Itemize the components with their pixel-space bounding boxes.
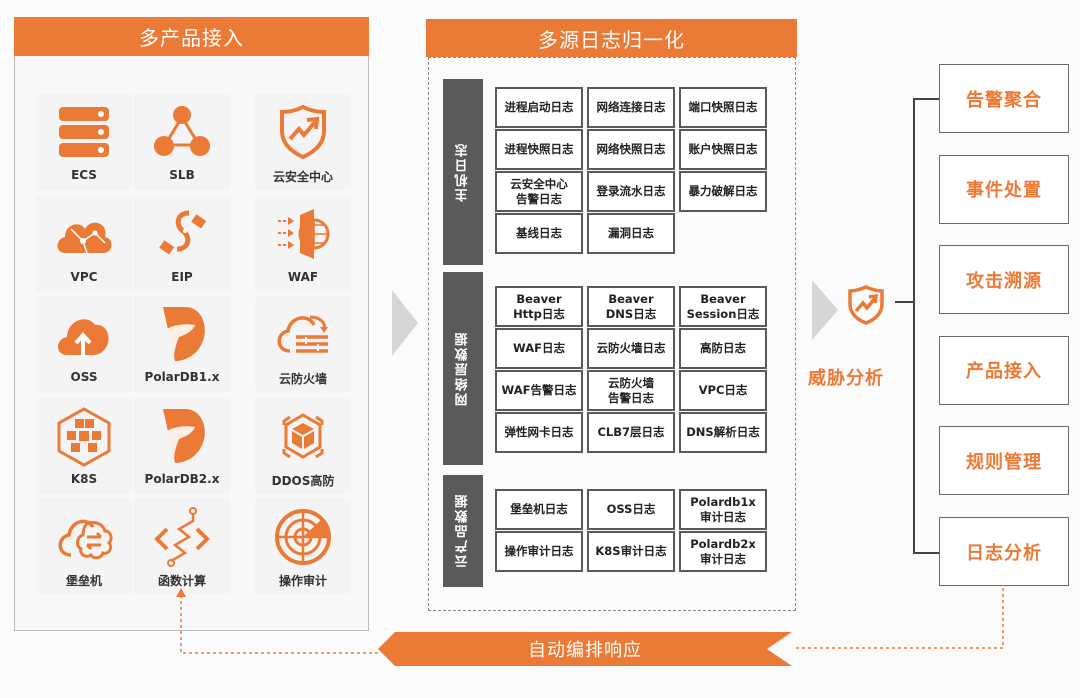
product-tile[interactable]: 操作审计 [255,498,351,594]
left-panel-title: 多产品接入 [139,26,244,50]
connector-line [913,552,940,554]
flow-arrow-icon [812,280,838,340]
log-type-cell: WAF告警日志 [495,370,583,411]
connector-line [895,301,915,303]
product-label: WAF [287,270,319,284]
arrow-up-icon [176,588,186,597]
product-label: PolarDB2.x [144,472,220,486]
log-type-cell: 网络连接日志 [587,87,675,128]
product-label: ECS [71,168,97,182]
log-type-cell: CLB7层日志 [587,412,675,453]
product-tile[interactable]: DDOS高防 [255,398,351,494]
capability-box[interactable]: 告警聚合 [939,64,1069,133]
cube-shield-icon [282,413,324,459]
log-type-cell: 漏洞日志 [587,213,675,254]
product-tile[interactable]: OSS [36,296,132,392]
cloud-exchange-icon [58,519,113,560]
log-type-cell: Beaver Http日志 [495,286,583,327]
log-type-cell: 进程启动日志 [495,87,583,128]
log-type-cell: VPC日志 [679,370,767,411]
log-type-cell: 进程快照日志 [495,129,583,170]
left-panel-header: 多产品接入 [14,17,369,56]
shield-trend-icon [280,104,326,160]
log-type-cell: 堡垒机日志 [495,489,583,530]
product-tile[interactable]: 云防火墙 [255,296,351,392]
log-type-cell: 云防火墙日志 [587,328,675,369]
product-label: 云防火墙 [278,372,327,386]
log-type-cell: 高防日志 [679,328,767,369]
cloud-firewall-icon [277,315,328,353]
log-type-cell: 暴力破解日志 [679,171,767,212]
product-label: 操作审计 [278,574,327,588]
log-type-cell: Polardb2x 审计日志 [679,531,767,572]
threat-analysis-label: 威胁分析 [808,368,884,389]
connector-line [913,98,940,100]
shield-trend-icon [848,285,884,325]
firewall-globe-icon [278,209,330,259]
product-label: VPC [70,270,98,284]
product-tile[interactable]: EIP [134,196,230,292]
cloud-upload-icon [58,319,109,357]
code-function-icon [154,507,210,567]
product-label: 堡垒机 [65,574,102,588]
log-normalization-box [428,57,796,611]
cubes-hexagon-icon [57,407,111,467]
server-icon [59,107,109,157]
load-balancer-icon [154,106,210,156]
product-label: DDOS高防 [271,474,335,488]
radar-icon [275,509,331,565]
log-type-cell: 端口快照日志 [679,87,767,128]
product-label: K8S [70,472,98,486]
flow-arrow-icon [392,290,418,356]
product-tile[interactable]: 云安全中心 [255,94,351,190]
product-label: 函数计算 [157,574,206,588]
capability-box[interactable]: 事件处置 [939,154,1069,224]
product-tile[interactable]: 堡垒机 [36,498,132,594]
capability-box[interactable]: 产品接入 [939,335,1069,405]
log-type-cell: 云安全中心 告警日志 [495,171,583,212]
bracket-line [913,98,915,553]
product-label: PolarDB1.x [144,370,220,384]
auto-orchestration-ribbon: 自动编排响应 [528,640,642,661]
dotted-return-line [796,588,1004,649]
product-tile[interactable]: ECS [36,94,132,190]
log-type-cell: Beaver DNS日志 [587,286,675,327]
product-tile[interactable]: WAF [255,196,351,292]
product-tile[interactable]: 函数计算 [134,498,230,594]
product-tile[interactable]: K8S [36,398,132,494]
dotted-feed-line [180,596,378,654]
capability-box[interactable]: 攻击溯源 [939,245,1069,315]
capability-box[interactable]: 日志分析 [939,517,1069,586]
log-type-cell: 网络快照日志 [587,129,675,170]
middle-panel-title: 多源日志归一化 [538,27,685,52]
product-tile[interactable]: VPC [36,196,132,292]
log-type-cell: Polardb1x 审计日志 [679,489,767,530]
product-label: OSS [70,370,98,384]
log-type-cell: 基线日志 [495,213,583,254]
product-tile[interactable]: PolarDB1.x [134,296,230,392]
log-type-cell: DNS解析日志 [679,412,767,453]
log-type-cell: 账户快照日志 [679,129,767,170]
polar-bear-icon [163,409,205,463]
cloud-network-icon [57,222,112,254]
log-type-cell: 操作审计日志 [495,531,583,572]
cable-icon [159,210,207,255]
log-type-cell: WAF日志 [495,328,583,369]
log-type-cell: 云防火墙 告警日志 [587,370,675,411]
log-type-cell: K8S审计日志 [587,531,675,572]
log-type-cell: 弹性网卡日志 [495,412,583,453]
log-type-cell: OSS日志 [587,489,675,530]
capability-box[interactable]: 规则管理 [939,426,1069,496]
product-label: 云安全中心 [272,170,333,184]
product-label: EIP [171,270,193,284]
ribbon-shape [378,632,792,666]
log-type-cell: 登录流水日志 [587,171,675,212]
polar-bear-icon [163,307,205,361]
middle-panel-header: 多源日志归一化 [426,19,797,57]
product-label: SLB [169,168,195,182]
product-tile[interactable]: SLB [134,94,230,190]
product-tile[interactable]: PolarDB2.x [134,398,230,494]
log-type-cell: Beaver Session日志 [679,286,767,327]
